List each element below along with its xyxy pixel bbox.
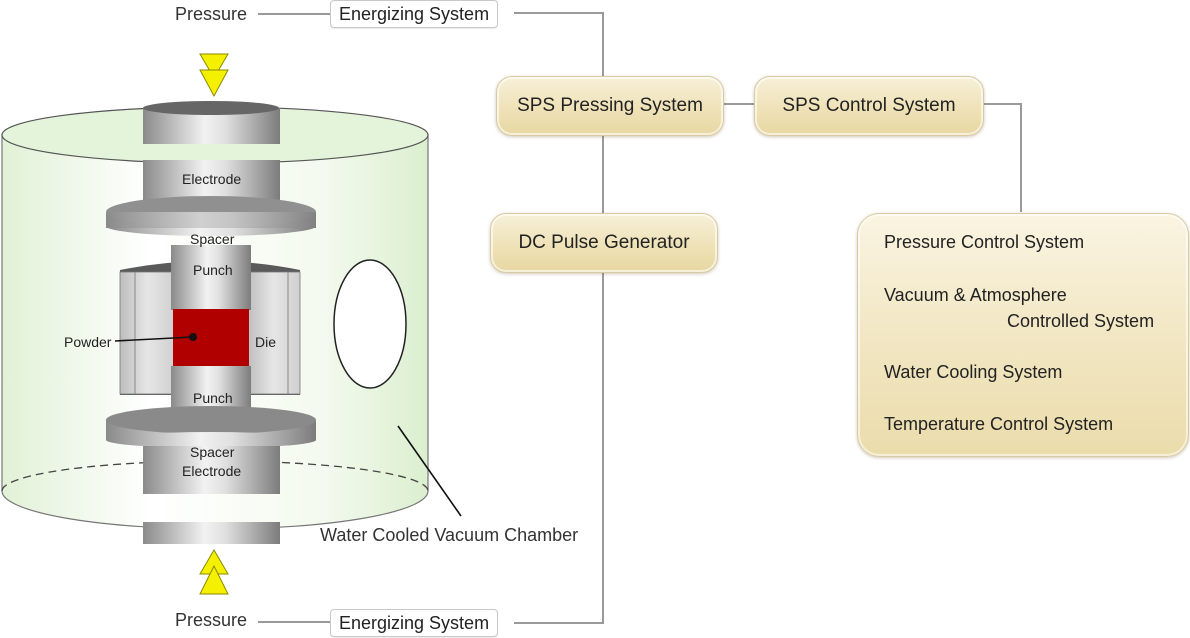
connector-energizing-top-to-pressing (514, 12, 604, 76)
label-punch-top: Punch (193, 262, 233, 278)
energizing-system-top: Energizing System (330, 0, 499, 28)
connector-control-to-subsystems (983, 103, 1022, 212)
label-powder: Powder (64, 334, 112, 350)
powder-leader-line (114, 336, 194, 342)
label-spacer-top: Spacer (190, 231, 235, 247)
connector-lines (258, 12, 1022, 624)
energizing-system-bottom: Energizing System (330, 609, 499, 637)
powder-leader-dot (189, 333, 197, 341)
chamber-leader-line (397, 425, 462, 517)
subsystem-vacuum-atmosphere: Vacuum & Atmosphere (884, 285, 1067, 305)
box-sps-pressing-system: SPS Pressing System (496, 76, 724, 136)
box-sps-control-system-label: SPS Control System (782, 95, 956, 116)
label-water-cooled-vacuum-chamber: Water Cooled Vacuum Chamber (320, 525, 579, 545)
box-control-subsystems: Pressure Control System Vacuum & Atmosph… (857, 213, 1189, 457)
pressure-arrow-up-icon (199, 549, 229, 595)
punch-top (171, 245, 251, 310)
spacer-top (106, 196, 316, 236)
label-spacer-bottom: Spacer (190, 444, 235, 460)
box-dc-pulse-generator: DC Pulse Generator (490, 213, 718, 273)
subsystem-pressure-control: Pressure Control System (884, 232, 1085, 252)
box-dc-pulse-generator-label: DC Pulse Generator (518, 232, 690, 253)
box-sps-pressing-system-label: SPS Pressing System (517, 95, 703, 116)
label-punch-bottom: Punch (193, 390, 233, 406)
label-electrode-top: Electrode (182, 171, 242, 187)
spacer-bottom (106, 406, 316, 448)
pressure-label-bottom: Pressure (175, 610, 248, 630)
viewport-window (333, 259, 407, 389)
pressure-label-top: Pressure (175, 4, 248, 24)
subsystem-water-cooling: Water Cooling System (884, 362, 1063, 382)
electrode-top-cap (143, 101, 280, 144)
box-sps-control-system: SPS Control System (754, 76, 984, 136)
label-die: Die (255, 334, 277, 350)
connector-dc-to-energizing-bottom (514, 272, 604, 624)
pressure-arrow-down-icon (199, 53, 229, 98)
label-electrode-bottom: Electrode (182, 463, 242, 479)
subsystem-temperature-control: Temperature Control System (884, 414, 1114, 434)
electrode-bottom (143, 446, 280, 494)
subsystem-vacuum-atmosphere-line2: Controlled System (1007, 311, 1155, 331)
electrode-bottom-cap (143, 522, 280, 544)
